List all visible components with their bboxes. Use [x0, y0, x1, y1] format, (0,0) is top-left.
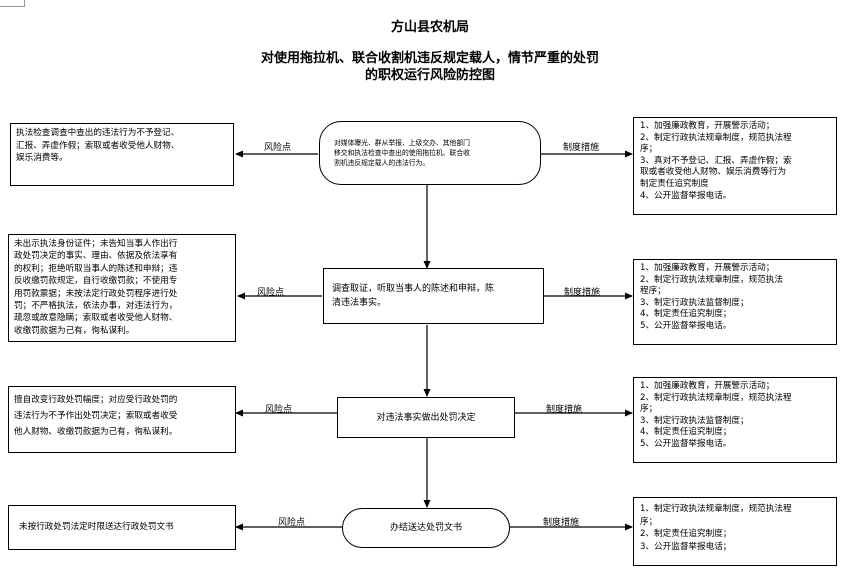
risk-label-2: 风险点: [257, 288, 285, 298]
org-name: 方山县农机局: [390, 20, 469, 35]
page-title-line2: 的职权运行风险防控图: [364, 68, 495, 83]
risk-label-1: 风险点: [264, 143, 292, 153]
risk-label-3: 风险点: [265, 405, 293, 415]
corner-mark: [0, 0, 25, 7]
measure-label-2: 制度措施: [564, 288, 601, 298]
risk-box-2: 未出示执法身份证件；未告知当事人作出行 政处罚决定的事实、理由、依据及依法享有 …: [8, 234, 236, 342]
risk-box-1: 执法检查调查中查出的违法行为不予登记、 汇报、弄虚作假；索取或者收受他人财物、 …: [10, 123, 234, 186]
process-step-4: 办结送达处罚文书: [342, 508, 510, 548]
measure-label-1: 制度措施: [563, 143, 600, 153]
measure-box-1: 1、加强廉政教育，开展警示活动； 2、制定行政执法规章制度，规范执法程 序； 3…: [633, 117, 837, 215]
measure-box-3: 1、加强廉政教育，开展警示活动； 2、制定行政执法规章制度，规范执法程 序； 3…: [633, 377, 837, 463]
page-title-line1: 对使用拖拉机、联合收割机违反规定载人，情节严重的处罚: [260, 51, 599, 66]
process-step-3: 对违法事实做出处罚决定: [337, 397, 515, 438]
measure-label-3: 制度措施: [546, 405, 583, 415]
risk-label-4: 风险点: [278, 518, 306, 528]
risk-box-4: 未按行政处罚法定时限送达行政处罚文书: [8, 505, 236, 550]
process-step-2: 调查取证，听取当事人的陈述和申辩，陈 清违法事实。: [323, 268, 544, 324]
measure-box-2: 1、加强廉政教育，开展警示活动； 2、制定行政执法规章制度，规范执法 程序； 3…: [633, 259, 837, 345]
process-step-1: 对媒体曝光、群从举报、上级交办、其他部门 移交和执法检查中查出的使用拖拉机、联合…: [319, 121, 541, 185]
measure-label-4: 制度措施: [543, 518, 580, 528]
measure-box-4: 1、制定行政执法规章制度，规范执法程 序； 2、制定责任追究制度； 3、公开监督…: [633, 497, 837, 566]
risk-box-3: 擅自改变行政处罚幅度；对应受行政处罚的 违法行为不予作出处罚决定；索取或者收受 …: [8, 386, 236, 453]
